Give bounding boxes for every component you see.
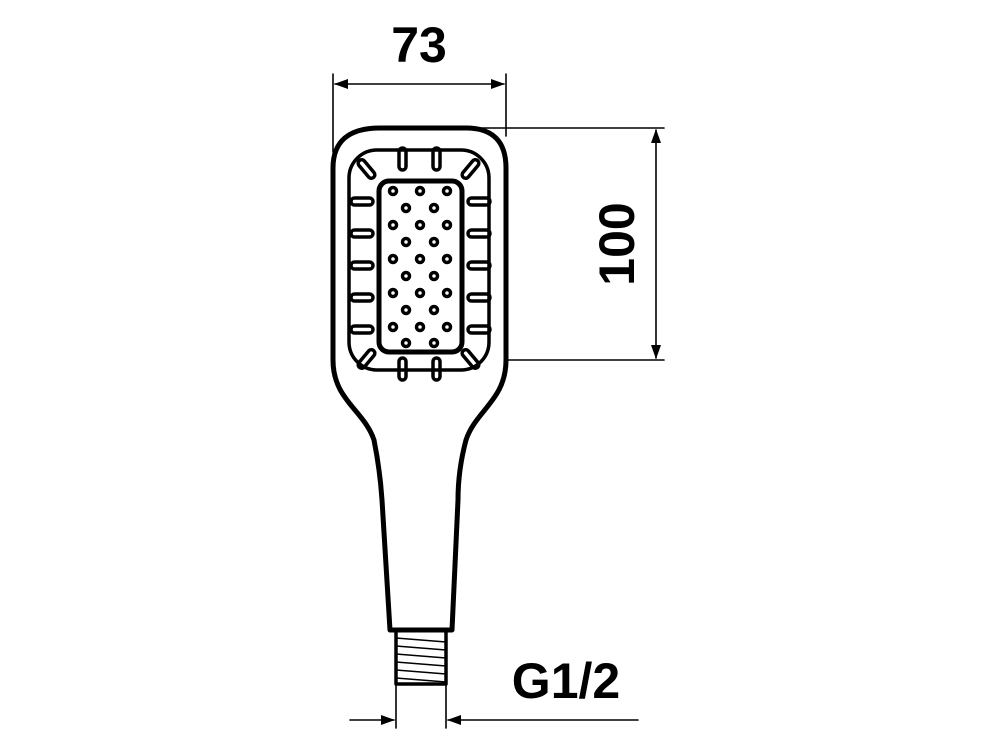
slot-nozzle xyxy=(397,146,408,172)
round-nozzle xyxy=(441,287,453,299)
round-nozzle xyxy=(414,185,426,197)
thread-line xyxy=(395,669,447,675)
slot-nozzle xyxy=(466,196,492,207)
slot-nozzle xyxy=(349,260,375,271)
thread-line xyxy=(395,661,447,667)
shower-head-outline xyxy=(330,125,509,633)
round-nozzle xyxy=(441,321,453,333)
slot-nozzle xyxy=(431,146,442,172)
round-nozzle xyxy=(414,321,426,333)
round-nozzle xyxy=(400,202,412,214)
slot-nozzle xyxy=(460,348,481,370)
slot-nozzle xyxy=(466,260,492,271)
spray-face-border xyxy=(347,148,491,372)
round-nozzle xyxy=(428,202,440,214)
thread-connector xyxy=(394,628,448,686)
slot-nozzle xyxy=(397,356,408,382)
round-nozzle xyxy=(441,185,453,197)
thread-line xyxy=(395,645,447,651)
slot-nozzles xyxy=(349,146,492,382)
round-nozzle xyxy=(414,287,426,299)
round-nozzle xyxy=(428,270,440,282)
width-dimension: 73 xyxy=(332,17,507,153)
width-label: 73 xyxy=(391,17,447,73)
round-nozzle xyxy=(387,253,399,265)
slot-nozzle xyxy=(356,158,377,180)
round-nozzle xyxy=(387,287,399,299)
round-nozzle xyxy=(428,337,440,349)
slot-nozzle xyxy=(349,292,375,303)
connector-outline xyxy=(394,628,448,686)
slot-nozzle xyxy=(356,348,377,370)
thread-line xyxy=(395,677,447,683)
round-nozzle xyxy=(400,337,412,349)
round-nozzle xyxy=(414,219,426,231)
round-nozzle xyxy=(414,253,426,265)
thread-line xyxy=(395,653,447,659)
thread-label: G1/2 xyxy=(512,653,620,709)
thread-line xyxy=(395,637,447,643)
round-nozzle xyxy=(428,304,440,316)
slot-nozzle xyxy=(431,356,442,382)
nozzle-panel xyxy=(376,178,465,355)
round-nozzle xyxy=(441,253,453,265)
round-nozzle xyxy=(387,321,399,333)
round-nozzle xyxy=(428,236,440,248)
thread-dimension: G1/2 xyxy=(349,653,639,729)
slot-nozzle xyxy=(466,292,492,303)
round-nozzle xyxy=(400,304,412,316)
round-nozzle xyxy=(387,219,399,231)
round-nozzles xyxy=(387,185,453,349)
round-nozzle xyxy=(441,219,453,231)
slot-nozzle xyxy=(349,228,375,239)
round-nozzle xyxy=(387,185,399,197)
round-nozzle xyxy=(400,270,412,282)
slot-nozzle xyxy=(460,158,481,180)
slot-nozzle xyxy=(466,228,492,239)
height-dimension: 100 xyxy=(469,127,665,361)
slot-nozzle xyxy=(466,324,492,335)
height-label: 100 xyxy=(589,202,645,285)
slot-nozzle xyxy=(349,196,375,207)
slot-nozzle xyxy=(349,324,375,335)
round-nozzle xyxy=(400,236,412,248)
